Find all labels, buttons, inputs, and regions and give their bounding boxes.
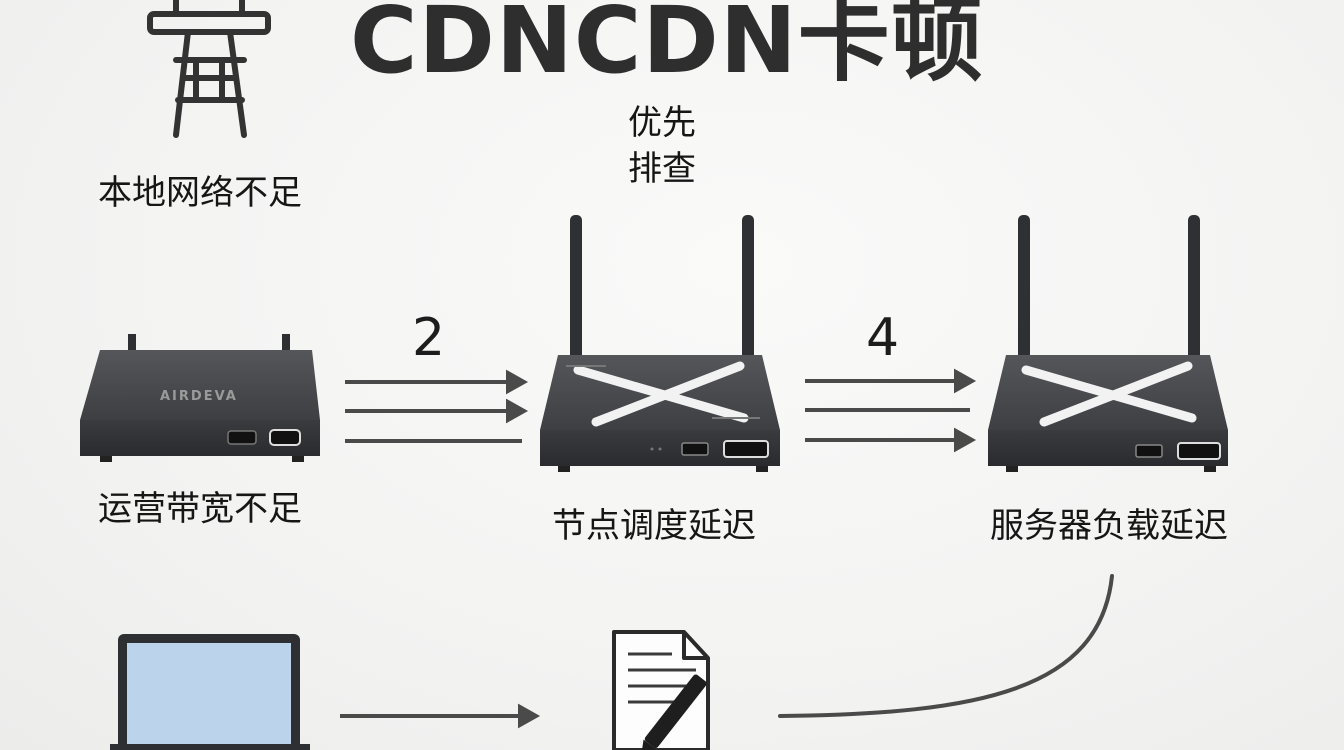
router-brand: AIRDEVA <box>160 389 238 404</box>
priority-note-line-2: 排查 <box>628 149 696 189</box>
step-number-2: 2 <box>412 308 446 368</box>
label-node-scheduling: 节点调度延迟 <box>552 506 756 546</box>
diagram-title: CDNCDN卡顿 <box>350 0 984 94</box>
priority-note-line-1: 优先 <box>628 103 696 143</box>
priority-note: 优先 排查 <box>628 100 696 192</box>
label-server-load: 服务器负载延迟 <box>990 506 1228 546</box>
label-local-network: 本地网络不足 <box>98 173 302 213</box>
step-number-4: 4 <box>866 308 900 368</box>
label-carrier-bandwidth: 运营带宽不足 <box>98 489 302 529</box>
